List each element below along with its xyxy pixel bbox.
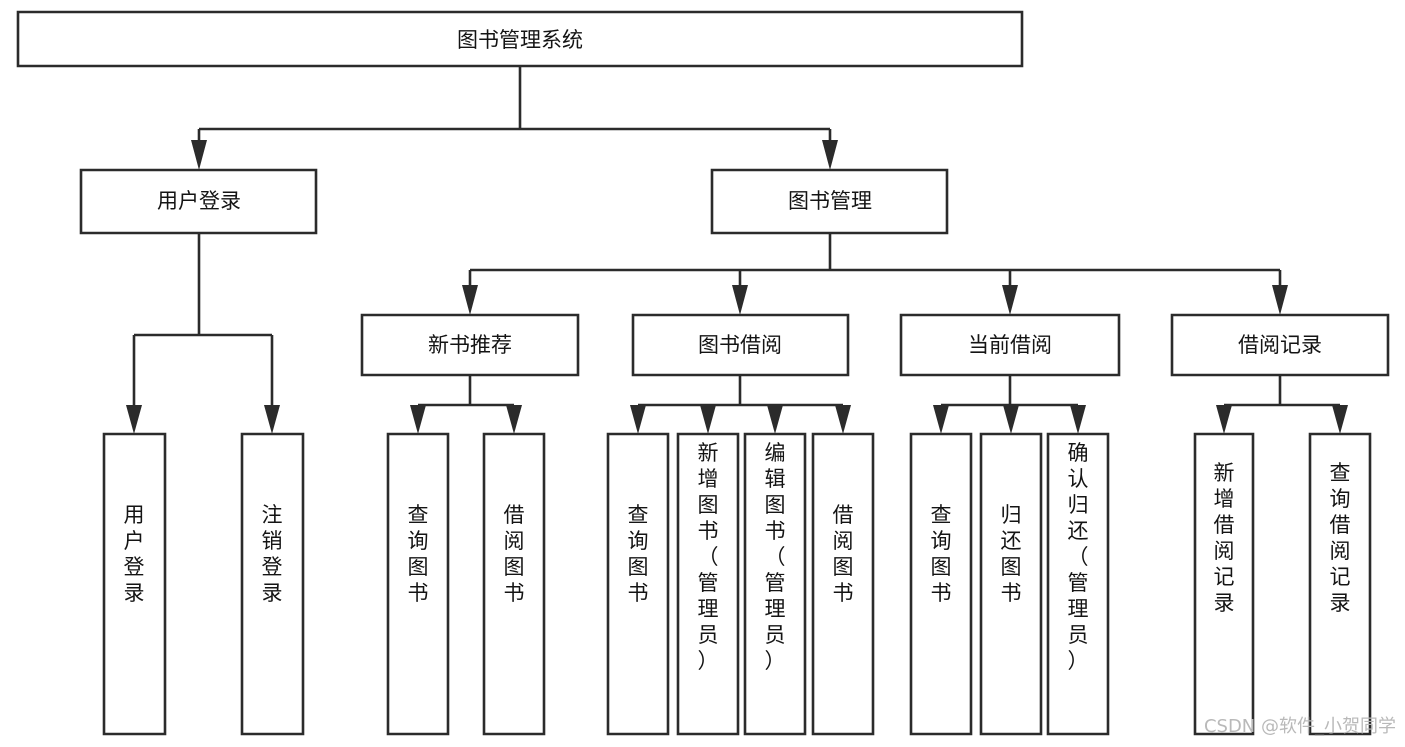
node-leaf-query-book-3[interactable]: 查询图书 [911,434,971,734]
node-book-borrow[interactable]: 图书借阅 [633,315,848,375]
arrow-to-borrow-record [1272,285,1288,315]
node-root-box[interactable] [18,12,1022,66]
node-leaf-borrow-book-1-label: 借阅图书 [504,503,525,605]
node-leaf-query-book-1-box[interactable] [388,434,448,734]
arrow-to-leaf-confirm-return [1070,405,1086,434]
node-book-borrow-label: 图书借阅 [698,333,782,357]
node-leaf-user-login-box[interactable] [104,434,165,734]
node-current-borrow[interactable]: 当前借阅 [901,315,1119,375]
arrow-to-current-borrow [1002,285,1018,315]
node-user-login-box[interactable] [81,170,316,233]
node-leaf-query-book-1[interactable]: 查询图书 [388,434,448,734]
node-new-book-recommend-box[interactable] [362,315,578,375]
node-leaf-add-record-label: 新增借阅记录 [1214,461,1235,615]
node-current-borrow-label: 当前借阅 [968,333,1052,357]
node-leaf-add-record[interactable]: 新增借阅记录 [1195,434,1253,734]
arrow-to-leaf-add-record [1216,405,1232,434]
csdn-watermark: CSDN @软件_小贺同学 [1204,716,1396,737]
connector-layer [126,66,1348,434]
node-leaf-query-book-3-label: 查询图书 [931,503,952,605]
node-user-login-label: 用户登录 [157,189,241,213]
arrow-to-leaf-query-record [1332,405,1348,434]
node-leaf-query-book-3-box[interactable] [911,434,971,734]
node-leaf-edit-book-box[interactable] [745,434,805,734]
node-leaf-add-book[interactable]: 新增图书（管理员） [678,434,738,734]
node-root[interactable]: 图书管理系统 [18,12,1022,66]
node-leaf-query-book-1-label: 查询图书 [408,503,429,605]
arrow-to-leaf-query-book-1 [410,405,426,434]
node-leaf-return-book-label: 归还图书 [1001,503,1022,605]
node-borrow-record-label: 借阅记录 [1238,333,1322,357]
node-leaf-confirm-return-box[interactable] [1048,434,1108,734]
node-leaf-return-book-box[interactable] [981,434,1041,734]
node-leaf-add-book-box[interactable] [678,434,738,734]
node-book-management[interactable]: 图书管理 [712,170,947,233]
arrow-to-leaf-logout-login [264,405,280,434]
arrow-to-leaf-query-book-3 [933,405,949,434]
node-leaf-borrow-book-2[interactable]: 借阅图书 [813,434,873,734]
node-leaf-borrow-book-2-box[interactable] [813,434,873,734]
node-leaf-borrow-book-1-box[interactable] [484,434,544,734]
node-new-book-recommend[interactable]: 新书推荐 [362,315,578,375]
node-leaf-confirm-return-label: 确认归还（管理员） [1068,441,1089,673]
node-leaf-add-record-box[interactable] [1195,434,1253,734]
arrow-to-leaf-add-book [700,405,716,434]
node-leaf-user-login[interactable]: 用户登录 [104,434,165,734]
arrow-to-user-login [191,140,207,170]
node-leaf-edit-book-label: 编辑图书（管理员） [765,441,786,673]
node-user-login[interactable]: 用户登录 [81,170,316,233]
node-leaf-borrow-book-1[interactable]: 借阅图书 [484,434,544,734]
arrow-to-leaf-user-login [126,405,142,434]
node-leaf-query-book-2-label: 查询图书 [628,503,649,605]
node-leaf-query-record-box[interactable] [1310,434,1370,734]
node-leaf-edit-book[interactable]: 编辑图书（管理员） [745,434,805,734]
node-leaf-confirm-return[interactable]: 确认归还（管理员） [1048,434,1108,734]
node-new-book-recommend-label: 新书推荐 [428,333,512,357]
node-leaf-query-record[interactable]: 查询借阅记录 [1310,434,1370,734]
node-root-label: 图书管理系统 [457,28,583,52]
node-leaf-logout-login[interactable]: 注销登录 [242,434,303,734]
arrow-to-leaf-query-book-2 [630,405,646,434]
arrow-to-leaf-return-book [1003,405,1019,434]
node-leaf-add-book-label: 新增图书（管理员） [698,441,719,673]
node-borrow-record-box[interactable] [1172,315,1388,375]
arrow-to-book-borrow [732,285,748,315]
arrow-to-new-book-recommend [462,285,478,315]
node-leaf-borrow-book-2-label: 借阅图书 [833,503,854,605]
node-leaf-logout-login-box[interactable] [242,434,303,734]
node-leaf-return-book[interactable]: 归还图书 [981,434,1041,734]
arrow-to-leaf-borrow-book-2 [835,405,851,434]
arrow-to-book-management [822,140,838,170]
node-book-borrow-box[interactable] [633,315,848,375]
node-book-management-label: 图书管理 [788,189,872,213]
node-leaf-query-book-2[interactable]: 查询图书 [608,434,668,734]
node-book-management-box[interactable] [712,170,947,233]
node-leaf-query-book-2-box[interactable] [608,434,668,734]
arrow-to-leaf-borrow-book-1 [506,405,522,434]
arrow-to-leaf-edit-book [767,405,783,434]
node-borrow-record[interactable]: 借阅记录 [1172,315,1388,375]
node-leaf-logout-login-label: 注销登录 [262,503,283,605]
node-leaf-query-record-label: 查询借阅记录 [1330,461,1351,615]
node-current-borrow-box[interactable] [901,315,1119,375]
node-leaf-user-login-label: 用户登录 [124,503,145,605]
